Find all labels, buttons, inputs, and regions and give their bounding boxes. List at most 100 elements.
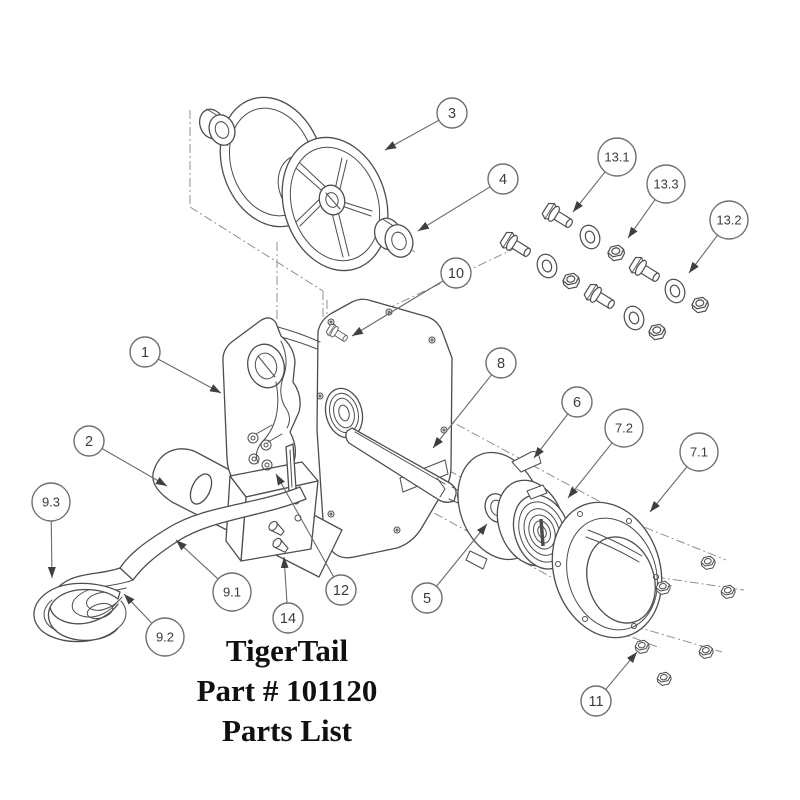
hex-bolt bbox=[540, 200, 577, 233]
callout-10: 10 bbox=[351, 257, 472, 337]
plate-brace bbox=[277, 326, 321, 343]
callout-leader bbox=[627, 199, 656, 239]
callout-leader bbox=[280, 556, 289, 604]
callout-14: 14 bbox=[272, 556, 304, 634]
bushing-rear bbox=[198, 108, 236, 146]
callout-number: 10 bbox=[448, 266, 464, 282]
callout-leader bbox=[436, 523, 488, 587]
callout-leader bbox=[432, 374, 493, 449]
callout-number: 14 bbox=[280, 611, 296, 627]
callout-leader bbox=[175, 539, 219, 580]
callout-leader bbox=[605, 651, 638, 690]
callout-balloon bbox=[487, 163, 519, 195]
hex-nut bbox=[719, 584, 737, 600]
frame-boss-hole bbox=[254, 352, 278, 380]
plate-label bbox=[399, 459, 449, 493]
callout-number: 1 bbox=[141, 345, 149, 361]
callout-9.3: 9.3 bbox=[31, 482, 71, 579]
frame-contour bbox=[280, 340, 290, 429]
hex-nut bbox=[690, 295, 711, 315]
callout-13.3: 13.3 bbox=[627, 164, 686, 239]
callout-leader bbox=[417, 186, 491, 232]
callout-leader bbox=[572, 171, 606, 213]
callout-leader bbox=[384, 119, 440, 151]
callout-leader bbox=[101, 448, 168, 487]
callout-number: 6 bbox=[573, 395, 581, 411]
callout-balloon bbox=[212, 572, 252, 612]
callout-11: 11 bbox=[580, 651, 638, 717]
frame-pouch bbox=[225, 461, 319, 562]
frame-bracket bbox=[222, 317, 301, 488]
drive-shaft bbox=[345, 427, 472, 504]
hex-nut bbox=[606, 243, 627, 263]
callout-number: 8 bbox=[497, 356, 505, 372]
callout-number: 3 bbox=[448, 106, 456, 122]
callout-9.1: 9.1 bbox=[175, 539, 252, 612]
callout-balloon bbox=[561, 386, 593, 418]
callout-13.2: 13.2 bbox=[688, 200, 749, 274]
hex-nut bbox=[647, 322, 668, 342]
snap-hook bbox=[33, 582, 127, 643]
callout-number: 7.1 bbox=[690, 445, 708, 460]
callout-balloon bbox=[272, 602, 304, 634]
spool-assembly bbox=[198, 96, 414, 272]
callout-leader bbox=[47, 520, 56, 579]
callout-number: 13.2 bbox=[716, 213, 741, 228]
callout-balloon bbox=[604, 408, 644, 448]
hex-bolt bbox=[498, 229, 535, 262]
cable-thimble bbox=[49, 567, 134, 625]
plate-brace bbox=[280, 336, 318, 350]
bushing-front bbox=[373, 217, 414, 258]
callouts: 1234567.17.289.19.29.310111213.113.213.3… bbox=[31, 97, 749, 717]
hex-nut bbox=[699, 555, 717, 571]
callout-3: 3 bbox=[384, 97, 468, 151]
strap-slot bbox=[189, 473, 213, 505]
callout-balloon bbox=[679, 432, 719, 472]
flat-washer bbox=[661, 275, 689, 307]
callout-number: 9.1 bbox=[223, 585, 241, 600]
title-line-part-number: Part # 101120 bbox=[196, 673, 378, 708]
callout-12: 12 bbox=[275, 473, 357, 606]
callout-number: 9.2 bbox=[156, 630, 174, 645]
callout-balloon bbox=[73, 425, 105, 457]
callout-number: 12 bbox=[333, 583, 349, 599]
callout-number: 7.2 bbox=[615, 421, 633, 436]
callout-13.1: 13.1 bbox=[572, 137, 637, 213]
flat-washer bbox=[533, 250, 561, 282]
callout-leader bbox=[123, 593, 153, 624]
flat-washer bbox=[576, 221, 604, 253]
callout-balloon bbox=[129, 336, 161, 368]
plate-tab-bottom bbox=[465, 550, 488, 570]
callout-balloon bbox=[31, 482, 71, 522]
callout-7.2: 7.2 bbox=[567, 408, 644, 499]
hex-nut bbox=[697, 644, 715, 660]
cover-rim-holes bbox=[555, 511, 659, 629]
callout-balloon bbox=[485, 347, 517, 379]
hex-bolt bbox=[627, 254, 664, 287]
callout-1: 1 bbox=[129, 336, 222, 394]
spool-hub bbox=[318, 184, 346, 216]
callout-leader bbox=[649, 466, 688, 513]
hex-nut bbox=[655, 671, 673, 687]
callout-balloon bbox=[580, 685, 612, 717]
callout-leader bbox=[688, 234, 718, 274]
callout-balloon bbox=[440, 257, 472, 289]
callout-number: 5 bbox=[423, 591, 431, 607]
callout-leader bbox=[351, 280, 444, 337]
title-line-product: TigerTail bbox=[225, 633, 349, 668]
callout-8: 8 bbox=[432, 347, 517, 449]
hex-nut bbox=[561, 271, 582, 291]
callout-5: 5 bbox=[411, 523, 488, 614]
spring-arbor bbox=[539, 518, 545, 547]
callout-leader bbox=[533, 413, 569, 459]
title-block: TigerTail Part # 101120 Parts List bbox=[197, 631, 378, 751]
callout-9.2: 9.2 bbox=[123, 593, 185, 657]
callout-number: 11 bbox=[588, 694, 603, 710]
callout-balloon bbox=[436, 97, 468, 129]
callout-leader bbox=[157, 358, 222, 394]
callout-4: 4 bbox=[417, 163, 519, 232]
flat-washer bbox=[620, 302, 648, 334]
spool-flange-front bbox=[281, 136, 389, 272]
callout-leader bbox=[275, 473, 335, 578]
